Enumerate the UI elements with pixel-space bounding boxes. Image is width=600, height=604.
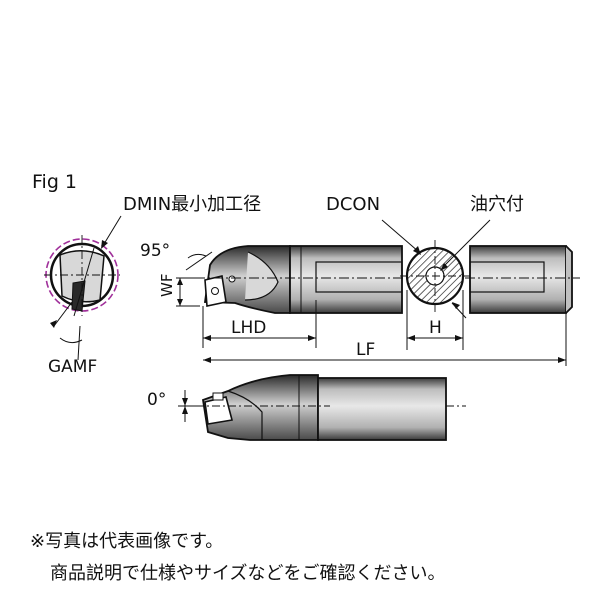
side-head [201, 374, 319, 441]
note-check-specs: 商品説明で仕様やサイズなどをご確認ください。 [50, 563, 446, 584]
dmin-label: DMIN最小加工径 [123, 194, 262, 215]
cross-section [381, 219, 491, 319]
dimension-lines [176, 251, 567, 366]
top-view [195, 245, 580, 314]
shank-front [289, 245, 403, 314]
shank-rear [469, 245, 567, 314]
oil-hole-label: 油穴付 [470, 194, 524, 215]
figure-title: Fig 1 [32, 171, 78, 193]
side-view [178, 374, 466, 441]
angle-0-label: 0° [147, 390, 167, 410]
end-view [44, 215, 122, 361]
note-representative-image: ※写真は代表画像です。 [30, 531, 224, 552]
gamf-label: GAMF [48, 357, 98, 377]
lf-label: LF [356, 340, 376, 360]
lhd-label: LHD [231, 318, 267, 338]
dcon-label: DCON [326, 194, 381, 215]
angle-95-label: 95° [140, 241, 171, 261]
h-label: H [429, 318, 442, 338]
side-shank [317, 377, 447, 441]
wf-label: WF [158, 273, 176, 297]
